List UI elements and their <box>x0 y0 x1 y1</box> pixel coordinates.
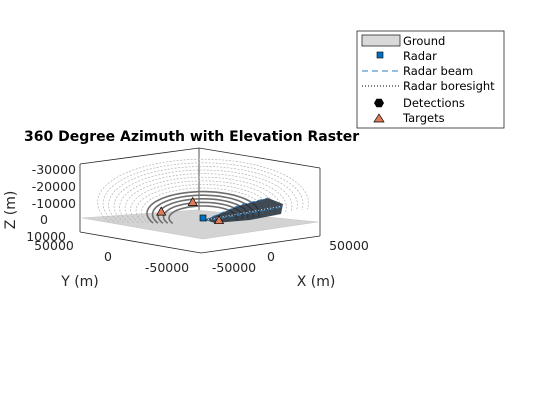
legend-detections-marker <box>374 98 384 108</box>
elevation-raster-ring <box>135 184 271 224</box>
radar-beam <box>204 197 283 223</box>
legend-boresight-label: Radar boresight <box>403 79 495 93</box>
z-tick-label: -30000 <box>32 162 76 177</box>
radar-point <box>199 214 207 222</box>
data-marks <box>156 196 225 225</box>
y-tick-label: -50000 <box>145 260 189 275</box>
target-point <box>213 214 225 225</box>
legend-targets-label: Targets <box>402 111 445 125</box>
legend-detections-label: Detections <box>403 96 465 110</box>
legend-ground-label: Ground <box>403 34 445 48</box>
chart-title: 360 Degree Azimuth with Elevation Raster <box>24 129 359 145</box>
ground-plane <box>81 209 319 240</box>
legend-radar-label: Radar <box>403 49 437 63</box>
legend: Ground Radar Radar beam Radar boresight … <box>356 30 505 129</box>
x-tick-label: 0 <box>267 249 275 264</box>
y-tick-label: 0 <box>104 249 112 264</box>
elevation-raster-ring <box>108 166 298 223</box>
legend-ground-swatch <box>361 34 401 47</box>
legend-targets-marker <box>373 113 385 123</box>
axis-ticks: -30000 -20000 -10000 0 10000 50000 0 -50… <box>3 162 369 290</box>
elevation-raster-ring <box>124 176 282 223</box>
z-tick-label: 0 <box>40 212 48 227</box>
legend-radar-beam-label: Radar beam <box>403 64 473 78</box>
x-tick-label: -50000 <box>212 260 256 275</box>
target-point <box>187 196 198 206</box>
legend-radar-marker <box>376 51 384 59</box>
legend-box <box>356 30 505 129</box>
z-tick-label: -20000 <box>32 179 76 194</box>
z-axis-label: Z (m) <box>3 191 19 230</box>
z-tick-label: 10000 <box>26 229 66 244</box>
y-tick-label: 50000 <box>34 238 74 253</box>
x-tick-label: 50000 <box>329 238 369 253</box>
target-point <box>156 206 167 216</box>
elevation-raster-ring <box>113 169 293 223</box>
elevation-raster-ring <box>130 180 276 223</box>
elevation-raster-ring <box>102 162 304 223</box>
y-axis-label: Y (m) <box>60 274 99 290</box>
z-tick-label: -10000 <box>32 196 76 211</box>
x-axis-label: X (m) <box>297 274 336 290</box>
